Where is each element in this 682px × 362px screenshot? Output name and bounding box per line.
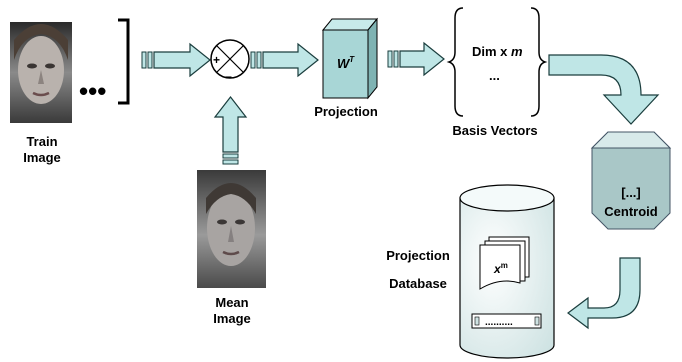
mean-face-image [197, 170, 266, 288]
train-face-image [10, 22, 72, 123]
record-symbol: xm [493, 261, 508, 276]
basis-vectors-label: Basis Vectors [452, 123, 538, 138]
basis-dimension-text: Dim x m [472, 44, 523, 59]
centroid-octagon [590, 131, 672, 230]
arrow-basis-to-centroid [548, 54, 660, 125]
database-slot-dots: .......... [485, 317, 513, 328]
weight-matrix-symbol: WT [337, 55, 355, 71]
matrix-bracket [118, 18, 130, 105]
arrow-train-to-subtractor [141, 42, 211, 78]
database-record-cards [479, 236, 530, 290]
projection-cube [321, 17, 379, 100]
arrow-subtractor-to-projection [250, 42, 319, 78]
projection-label: Projection [314, 104, 378, 119]
arrow-centroid-to-database [567, 257, 641, 330]
arrow-mean-to-subtractor [213, 96, 248, 165]
database-label-projection: Projection [386, 248, 450, 263]
plus-sign: + [213, 53, 220, 67]
database-slot [471, 313, 542, 329]
basis-ellipsis: ... [489, 68, 500, 83]
arrow-projection-to-basis [387, 41, 445, 77]
database-label-database: Database [389, 276, 447, 291]
centroid-label: Centroid [604, 204, 658, 219]
mean-image-label: Mean Image [213, 295, 251, 326]
ellipsis-dots: ••• [79, 76, 106, 106]
subtractor-node [210, 39, 250, 79]
minus-sign: − [225, 70, 232, 84]
basis-vectors-braces [446, 7, 548, 117]
centroid-brackets: [...] [621, 185, 641, 200]
train-image-label: Train Image [23, 134, 61, 165]
